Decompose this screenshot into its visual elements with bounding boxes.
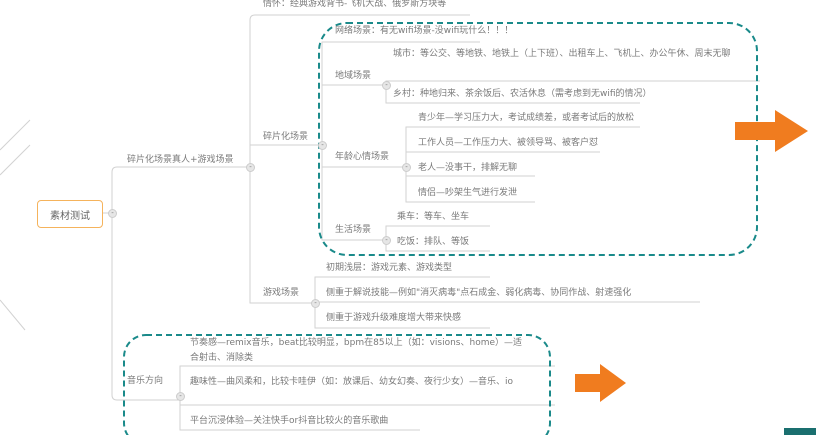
node-life[interactable]: 生活场景 xyxy=(335,225,372,235)
collapse-toggle[interactable]: - xyxy=(176,392,185,401)
collapse-toggle[interactable]: - xyxy=(311,299,320,308)
node-age-item[interactable]: 老人—没事干，排解无聊 xyxy=(418,163,518,173)
root-node[interactable]: 素材测试 xyxy=(37,200,103,228)
node-game[interactable]: 游戏场景 xyxy=(263,288,300,298)
highlight-box-music xyxy=(123,334,551,435)
arrow-icon xyxy=(575,364,626,402)
node-music-item[interactable]: 趣味性—曲风柔和，比较卡哇伊（如：放课后、幼女幻奏、夜行少女）—音乐、io xyxy=(190,377,514,387)
node-fragment-branch[interactable]: 碎片化场景真人+游戏场景 xyxy=(127,155,234,165)
node-life-item[interactable]: 吃饭：排队、等饭 xyxy=(397,237,470,247)
corner-block xyxy=(784,428,816,435)
collapse-toggle[interactable]: - xyxy=(382,81,391,90)
node-age-item[interactable]: 工作人员—工作压力大、被领导骂、被客户怼 xyxy=(418,138,599,148)
arrow-icon xyxy=(735,110,808,152)
node-music[interactable]: 音乐方向 xyxy=(127,376,164,386)
node-city[interactable]: 城市：等公交、等地铁、地铁上（上下班）、出租车上、飞机上、办公午休、周末无聊 xyxy=(393,49,731,59)
node-nostalgia[interactable]: 情怀：经典游戏背书-飞机大战、俄罗斯方块等 xyxy=(263,0,447,9)
node-music-item[interactable]: 节奏感—remix音乐，beat比较明显，bpm在85以上（如：visions、… xyxy=(190,338,523,363)
node-life-item[interactable]: 乘车：等车、坐车 xyxy=(397,212,470,222)
node-game-item[interactable]: 侧重于解说技能—例如"消灭病毒"点石成金、弱化病毒、协同作战、射速强化 xyxy=(326,288,632,298)
node-village[interactable]: 乡村：种地归来、茶余饭后、农活休息（需考虑到无wifi的情况） xyxy=(393,89,652,99)
collapse-toggle[interactable]: - xyxy=(108,209,117,218)
node-region[interactable]: 地域场景 xyxy=(335,71,372,81)
node-age-item[interactable]: 情侣—吵架生气进行发泄 xyxy=(418,188,518,198)
node-age[interactable]: 年龄心情场景 xyxy=(335,152,390,162)
collapse-toggle[interactable]: - xyxy=(318,141,327,150)
collapse-toggle[interactable]: - xyxy=(246,163,255,172)
node-age-item[interactable]: 青少年—学习压力大，考试成绩差，或者考试后的放松 xyxy=(418,113,635,123)
node-game-item[interactable]: 初期浅层：游戏元素、游戏类型 xyxy=(326,263,453,273)
collapse-toggle[interactable]: - xyxy=(382,236,391,245)
node-network[interactable]: 网络场景：有无wifi场景-没wifi玩什么！！！ xyxy=(335,26,514,36)
node-music-item[interactable]: 平台沉浸体验—关注快手or抖音比较火的音乐歌曲 xyxy=(190,416,389,426)
node-fragment[interactable]: 碎片化场景 xyxy=(263,132,309,142)
node-game-item[interactable]: 侧重于游戏升级难度增大带来快感 xyxy=(326,313,462,323)
collapse-toggle[interactable]: - xyxy=(402,163,411,172)
